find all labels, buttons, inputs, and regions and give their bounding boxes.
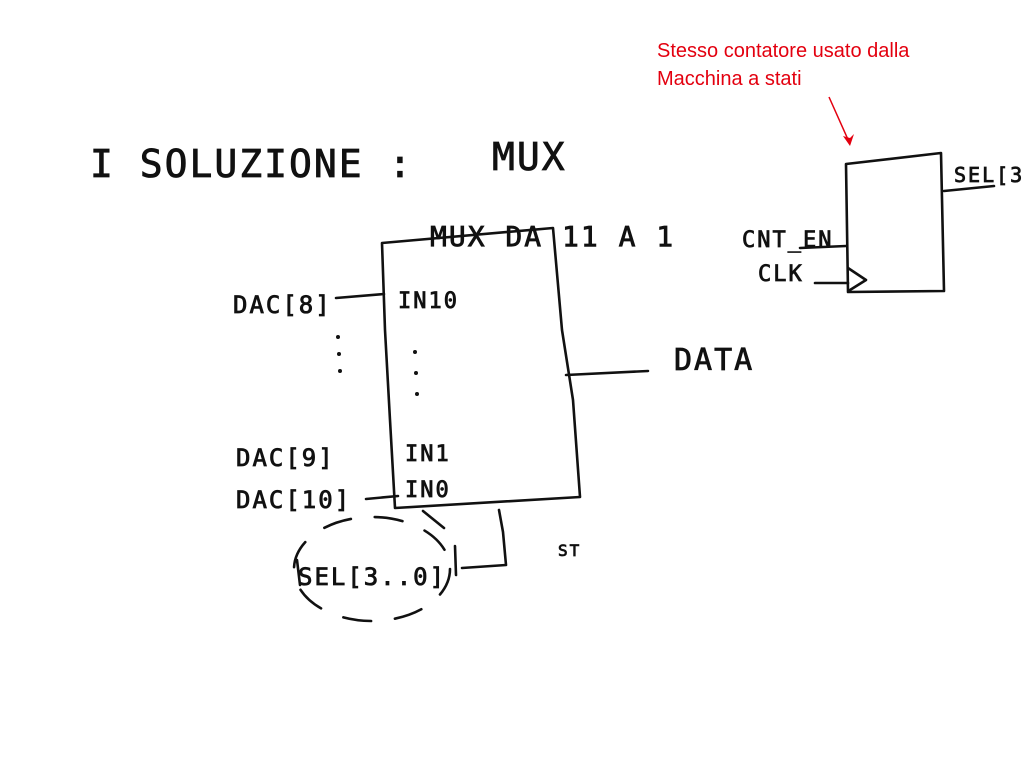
- mux-input-in0: IN0: [405, 478, 451, 503]
- heading-right: MUX: [492, 135, 567, 179]
- annotation-line-1: Stesso contatore usato dalla: [657, 40, 910, 62]
- annotation-line-2: Macchina a stati: [657, 68, 802, 90]
- select-highlight-circle: [292, 515, 452, 623]
- counter-label-enable: CNT_EN: [742, 228, 833, 253]
- mux-ellipsis-dots: [413, 350, 419, 396]
- input-label-dac-top: DAC[8]: [233, 291, 332, 319]
- annotation-note: Stesso contatore usato dalla Macchina a …: [657, 37, 909, 93]
- counter-clock-triangle: [846, 266, 868, 292]
- counter-label-output: SEL[3:0]: [954, 163, 1024, 187]
- wire-select: [460, 508, 508, 570]
- counter-label-clock: CLK: [758, 262, 804, 287]
- input-label-dac-bot: DAC[10]: [236, 486, 351, 514]
- select-note: ST: [558, 541, 581, 560]
- wire-dac-bot: [364, 494, 400, 501]
- counter-block: [844, 151, 946, 294]
- mux-block: [380, 226, 582, 510]
- mux-input-in10: IN10: [398, 289, 459, 314]
- wire-counter-output: [942, 184, 996, 193]
- mux-input-in1: IN1: [405, 442, 451, 467]
- wire-dac-top: [334, 292, 386, 300]
- annotation-arrow: [828, 96, 854, 146]
- select-bar-left: [295, 558, 302, 587]
- mux-title: MUX DA 11 A 1: [430, 220, 675, 253]
- input-label-dac-mid: DAC[9]: [236, 444, 335, 472]
- select-bar-right: [453, 544, 458, 577]
- select-label: SEL[3..0]: [298, 563, 446, 591]
- input-ellipsis-dots: [336, 335, 342, 373]
- heading-left: I SOLUZIONE :: [90, 142, 413, 186]
- select-tick: [421, 509, 446, 530]
- wire-data-output: [564, 369, 650, 377]
- wire-counter-enable: [798, 244, 848, 250]
- output-label-data: DATA: [674, 343, 754, 378]
